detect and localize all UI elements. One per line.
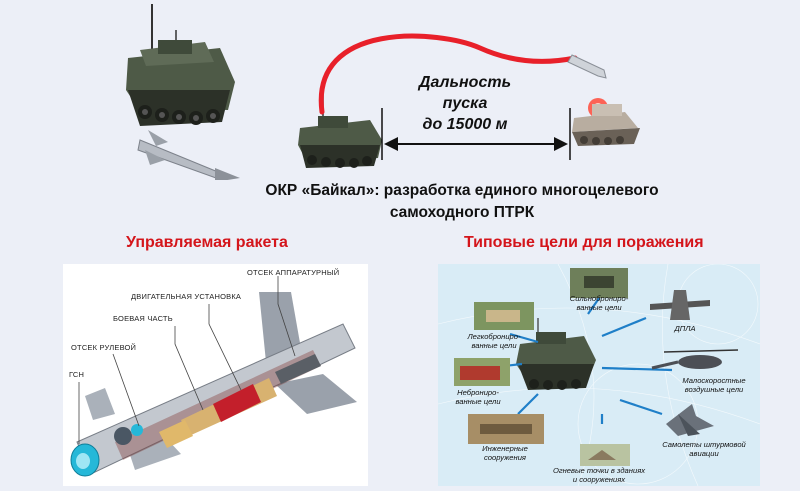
target-types-diagram <box>437 263 761 487</box>
target-types-panel: Сильнобронирo- ванные цели Легкобронирo-… <box>437 263 761 487</box>
headline-line-1: ОКР «Байкал»: разработка единого многоце… <box>265 182 659 199</box>
label-line: Самолеты штурмовой <box>662 440 746 449</box>
label-buildings: Огневые точки в зданиях и сооружениях <box>540 466 658 484</box>
large-vehicle-icon <box>126 4 235 126</box>
label-line: ДПЛА <box>674 324 696 333</box>
callout-warhead: БОЕВАЯ ЧАСТЬ <box>113 314 173 323</box>
label-line: ванные цели <box>455 397 501 406</box>
label-heavy-armor: Сильнобронирo- ванные цели <box>554 294 644 312</box>
label-slow-air-targets: Малоскоростные воздушные цели <box>670 376 758 394</box>
label-line: Огневые точки в зданиях <box>552 466 646 475</box>
label-uav: ДПЛА <box>660 324 710 333</box>
top-illustration <box>126 4 640 180</box>
range-line-3: до 15000 м <box>422 116 508 133</box>
missile-cutaway-diagram <box>70 276 357 477</box>
uav-icon <box>650 290 710 320</box>
missile-trajectory <box>318 33 578 115</box>
label-line: воздушные цели <box>684 385 744 394</box>
target-tank-icon <box>572 98 640 146</box>
label-line: Легкобронирo- <box>467 332 521 341</box>
label-line: авиации <box>689 449 719 458</box>
label-line: Небронирo- <box>457 388 499 397</box>
label-line: Сильнобронирo- <box>569 294 629 303</box>
label-line: сооружения <box>483 453 526 462</box>
label-line: Малоскоростные <box>682 376 746 385</box>
headline: ОКР «Байкал»: разработка единого многоце… <box>232 180 692 224</box>
label-engineering-structures: Инженерные сооружения <box>462 444 548 462</box>
targets-title: Типовые цели для поражения <box>464 234 704 251</box>
callout-electronics-bay: ОТСЕК АППАРАТУРНЫЙ <box>247 268 340 277</box>
callout-seeker: ГСН <box>69 370 85 379</box>
range-arrow <box>381 108 571 160</box>
label-unarmored: Небронирo- ванные цели <box>438 388 518 406</box>
label-line: ванные цели <box>471 341 517 350</box>
label-line: ванные цели <box>576 303 622 312</box>
launch-range-label: Дальность пуска до 15000 м <box>395 72 535 135</box>
missile-in-flight-icon <box>567 54 607 79</box>
label-line: и сооружениях <box>572 475 626 484</box>
helicopter-icon <box>651 349 739 370</box>
label-line: Инженерные <box>482 444 528 453</box>
launcher-vehicle-icon <box>298 88 382 168</box>
center-vehicle-icon <box>516 318 596 390</box>
range-line-2: пуска <box>442 95 488 112</box>
headline-line-2: самоходного ПТРК <box>389 204 535 221</box>
missile-cutaway-panel: ОТСЕК АППАРАТУРНЫЙ ДВИГАТЕЛЬНАЯ УСТАНОВК… <box>63 264 368 486</box>
guided-missile-title: Управляемая ракета <box>126 234 288 251</box>
label-attack-aircraft: Самолеты штурмовой авиации <box>654 440 754 458</box>
callout-steering-bay: ОТСЕК РУЛЕВОЙ <box>71 343 137 352</box>
attack-aircraft-icon <box>666 404 714 436</box>
range-line-1: Дальность <box>418 74 512 91</box>
callout-propulsion: ДВИГАТЕЛЬНАЯ УСТАНОВКА <box>131 292 242 301</box>
label-light-armor: Легкобронирo- ванные цели <box>452 332 536 350</box>
missile-icon <box>137 130 240 180</box>
